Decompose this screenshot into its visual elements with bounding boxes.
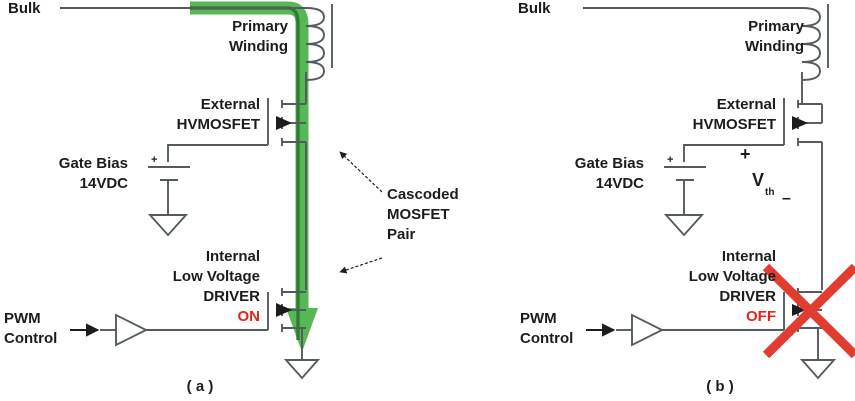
driver-state-a: ON <box>237 308 261 325</box>
primary-winding-a <box>305 4 333 94</box>
external-hvmosfet-label-b-line1: External <box>716 96 776 113</box>
circuit-ground-a <box>283 359 321 380</box>
cascode-annotation-line3: Pair <box>387 226 416 243</box>
circuit-ground-b <box>799 359 837 380</box>
pwm-buffer-a <box>100 313 149 347</box>
internal-driver-mosfet-b <box>662 288 822 360</box>
internal-driver-label-b-line3: DRIVER <box>719 288 776 305</box>
gate-bias-label-b-line2: 14VDC <box>595 175 644 192</box>
vth-subscript: th <box>765 187 775 198</box>
pwm-label-b-line2: Control <box>520 330 574 347</box>
gate-bias-label-a-line1: Gate Bias <box>58 155 128 172</box>
internal-driver-label-b-line1: Internal <box>721 248 776 265</box>
internal-driver-body-arrow-b <box>792 304 806 316</box>
gate-bias-source-b <box>664 166 706 215</box>
pwm-label-a-line1: PWM <box>4 310 41 327</box>
primary-winding-b <box>801 4 829 104</box>
annotation-leader-upper-a <box>339 151 383 193</box>
primary-winding-label-b-line2: Winding <box>744 38 804 55</box>
external-hvmosfet-body-arrow-b <box>792 116 808 130</box>
bulk-label-a: Bulk <box>8 0 41 17</box>
bulk-label-b: Bulk <box>518 0 551 17</box>
external-hvmosfet-label-a-line1: External <box>200 96 260 113</box>
pwm-buffer-b <box>616 313 665 347</box>
driver-state-b: OFF <box>746 308 776 325</box>
gate-bias-label-b-line1: Gate Bias <box>574 155 644 172</box>
gate-bias-polarity-b: + <box>667 154 674 166</box>
vth-minus-sign: – <box>782 190 791 207</box>
gate-bias-label-a-line2: 14VDC <box>79 175 128 192</box>
primary-winding-label-a-line1: Primary <box>232 18 288 35</box>
internal-driver-body-arrow-a <box>276 303 292 317</box>
pwm-label-b-line1: PWM <box>520 310 557 327</box>
internal-driver-label-a-line3: DRIVER <box>203 288 260 305</box>
internal-driver-label-b-line2: Low Voltage <box>688 268 776 285</box>
external-hvmosfet-body-arrow-a <box>276 116 292 130</box>
panel-b-caption: ( b ) <box>706 378 734 395</box>
external-hvmosfet-label-a-line2: HVMOSFET <box>176 116 260 133</box>
gate-bias-source-a <box>148 166 190 215</box>
annotation-leader-lower-a <box>339 257 383 274</box>
panel-a-caption: ( a ) <box>186 378 214 395</box>
external-hvmosfet-label-b-line2: HVMOSFET <box>692 116 776 133</box>
cascode-annotation-line1: Cascoded <box>387 186 459 203</box>
gate-bias-ground-a <box>147 214 189 237</box>
panel-b-circuit <box>583 4 837 380</box>
vth-plus-sign: + <box>740 144 751 164</box>
pwm-label-a-line2: Control <box>4 330 58 347</box>
primary-winding-label-a-line2: Winding <box>228 38 288 55</box>
primary-winding-label-b-line1: Primary <box>748 18 804 35</box>
gate-bias-ground-b <box>663 214 705 237</box>
disabled-driver-cross-b <box>762 263 855 359</box>
vth-symbol: V <box>752 170 765 190</box>
cascode-annotation-line2: MOSFET <box>387 206 450 223</box>
internal-driver-label-a-line2: Low Voltage <box>172 268 260 285</box>
gate-bias-polarity-a: + <box>151 154 158 166</box>
external-hvmosfet-b <box>683 98 823 290</box>
panel-a-circuit <box>60 4 383 380</box>
internal-driver-label-a-line1: Internal <box>205 248 260 265</box>
